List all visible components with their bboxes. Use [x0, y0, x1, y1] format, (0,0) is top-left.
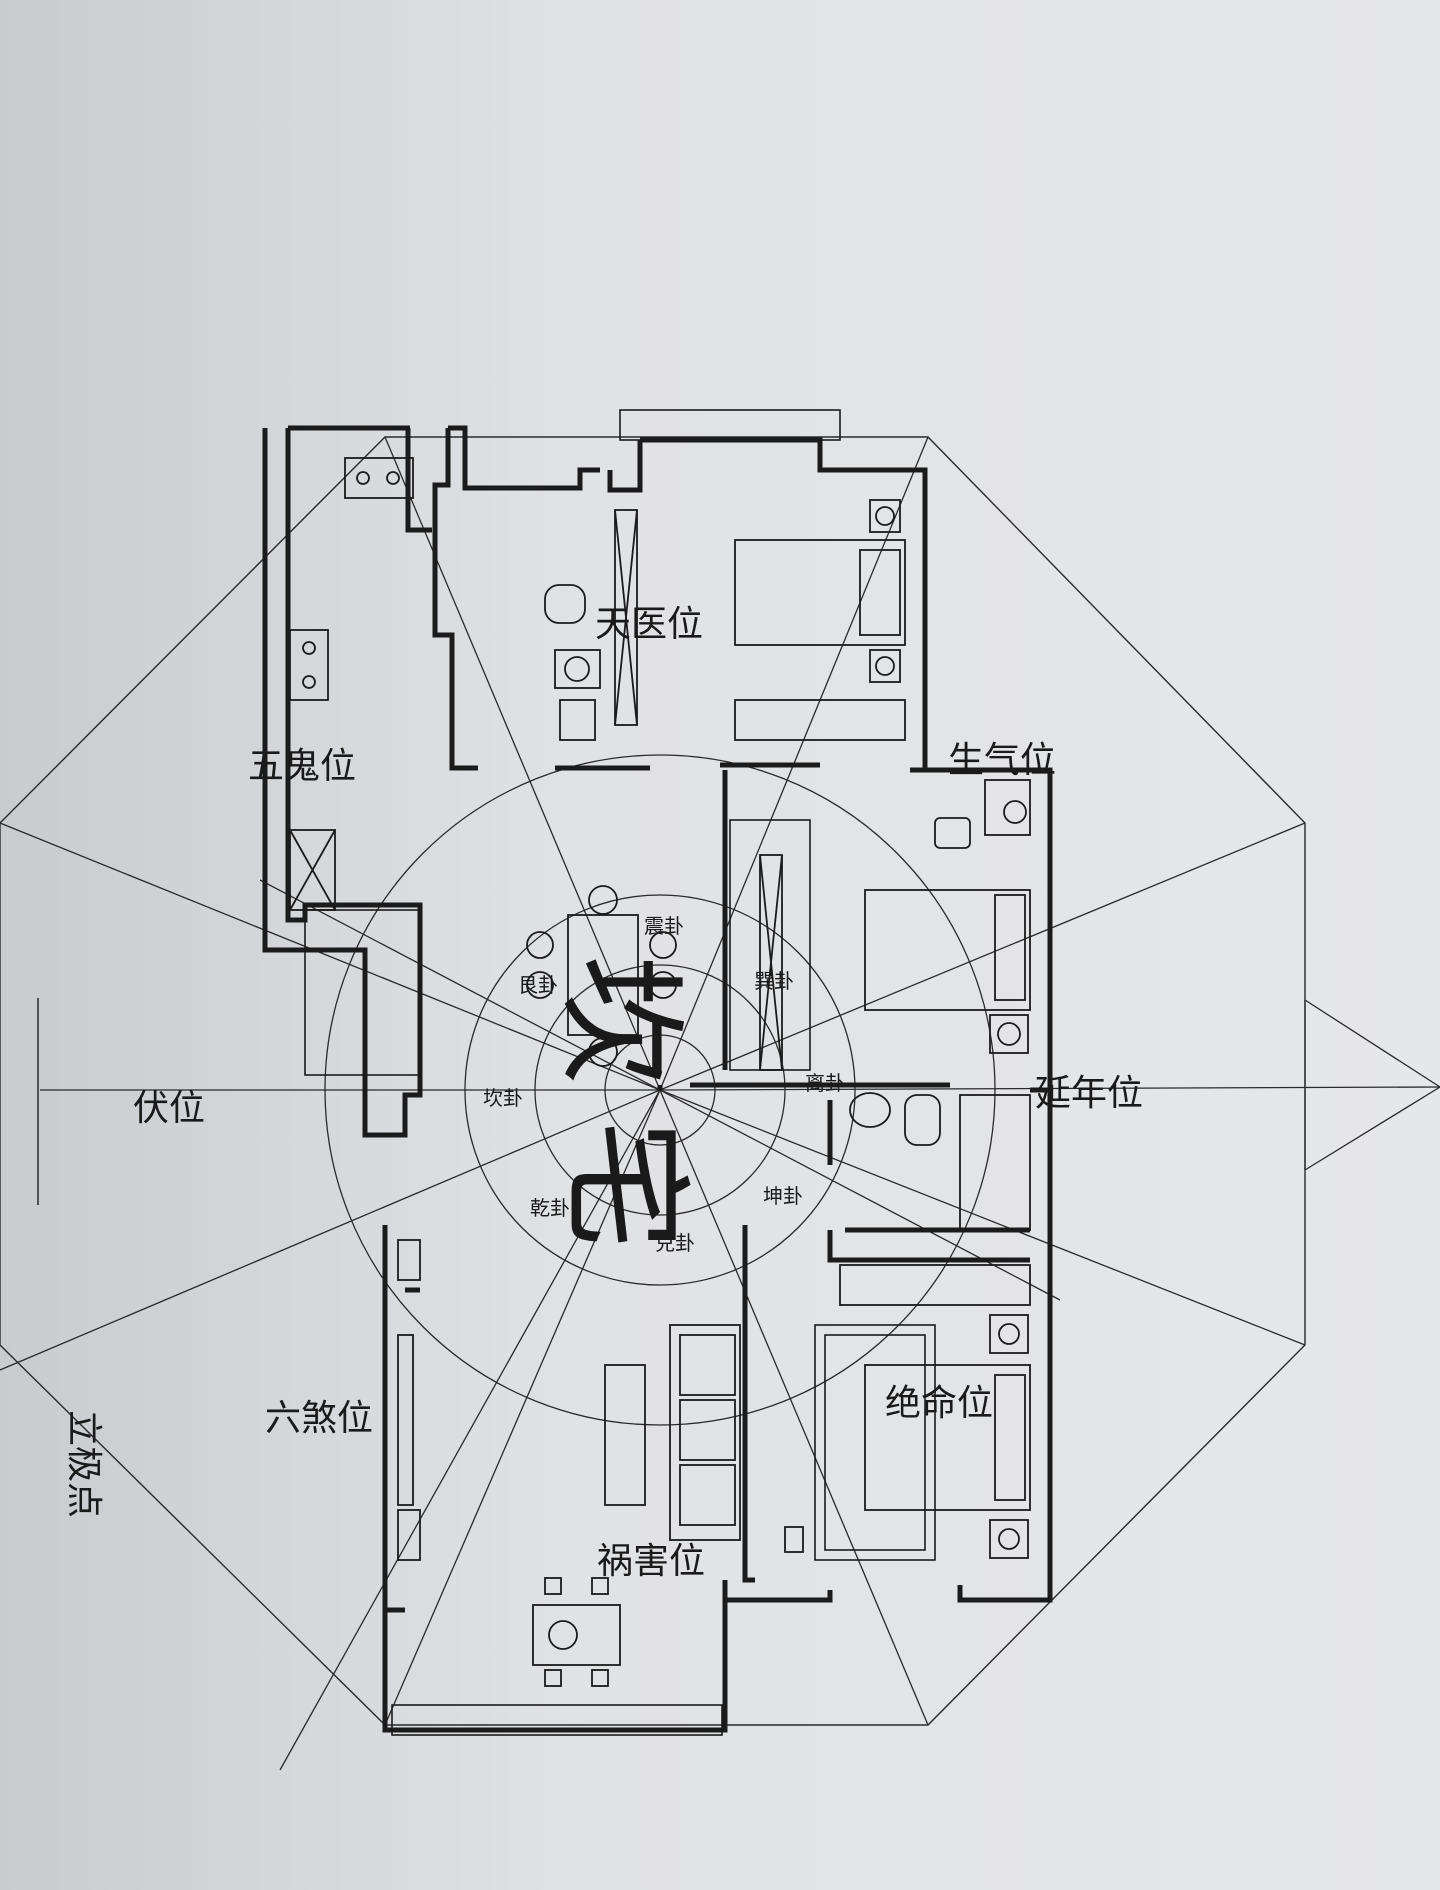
label-liusha: 六煞位	[265, 1398, 373, 1439]
seat-char: 坎	[544, 955, 696, 1085]
wardrobe-icon	[734, 699, 906, 741]
bed-icon	[734, 539, 906, 646]
trigram-labels: 震卦 艮卦 巽卦 坎卦 离卦 乾卦 坤卦 兑卦	[483, 914, 845, 1255]
label-yannian: 延年位	[1035, 1073, 1143, 1114]
coffee-table-icon	[604, 1364, 646, 1506]
thin-walls	[304, 409, 936, 1736]
sink-icon	[344, 457, 414, 499]
bed-icon-3	[864, 1364, 1031, 1511]
toilet-icon-2	[904, 1094, 941, 1146]
furniture	[289, 457, 1031, 1687]
sofa-icon	[669, 1324, 741, 1541]
label-huohai: 祸害位	[597, 1541, 705, 1582]
label-jueming: 绝命位	[885, 1383, 993, 1424]
label-fuwei: 伏位	[133, 1088, 205, 1129]
house-characters: 坎 宅	[544, 955, 701, 1250]
label-li: 离卦	[805, 1071, 845, 1095]
south-pointer	[1304, 999, 1440, 1171]
bed-icon-2	[864, 889, 1031, 1011]
label-liji: 立极点	[63, 1410, 104, 1518]
label-qian: 乾卦	[530, 1196, 570, 1220]
label-zhen: 震卦	[644, 914, 684, 938]
house-char: 宅	[549, 1120, 701, 1250]
nightstand-icon	[869, 499, 901, 533]
dining-table-icon	[567, 914, 639, 1036]
label-kan-inner: 坎卦	[483, 1086, 523, 1110]
toilet-icon	[544, 584, 586, 624]
label-shengqi: 生气位	[948, 740, 1056, 781]
trigram-rings	[324, 754, 996, 1426]
fridge-icon	[289, 829, 336, 911]
balcony-table-icon	[532, 1604, 621, 1666]
walls	[262, 425, 1053, 1733]
chair-icon	[934, 817, 971, 849]
position-labels: 天医位 五鬼位 生气位 伏位 延年位 六煞位 绝命位 祸害位 立极点	[63, 604, 1143, 1582]
basin-icon	[559, 699, 596, 741]
washer-icon	[554, 649, 601, 689]
label-tianyi: 天医位	[595, 604, 703, 645]
wardrobe-icon-3	[839, 1264, 1031, 1306]
label-gen: 艮卦	[518, 973, 558, 997]
label-wugui: 五鬼位	[248, 746, 356, 787]
stove-icon	[289, 629, 329, 701]
label-xun: 巽卦	[754, 969, 794, 993]
label-dui: 兑卦	[655, 1231, 695, 1255]
label-kun: 坤卦	[763, 1184, 803, 1208]
